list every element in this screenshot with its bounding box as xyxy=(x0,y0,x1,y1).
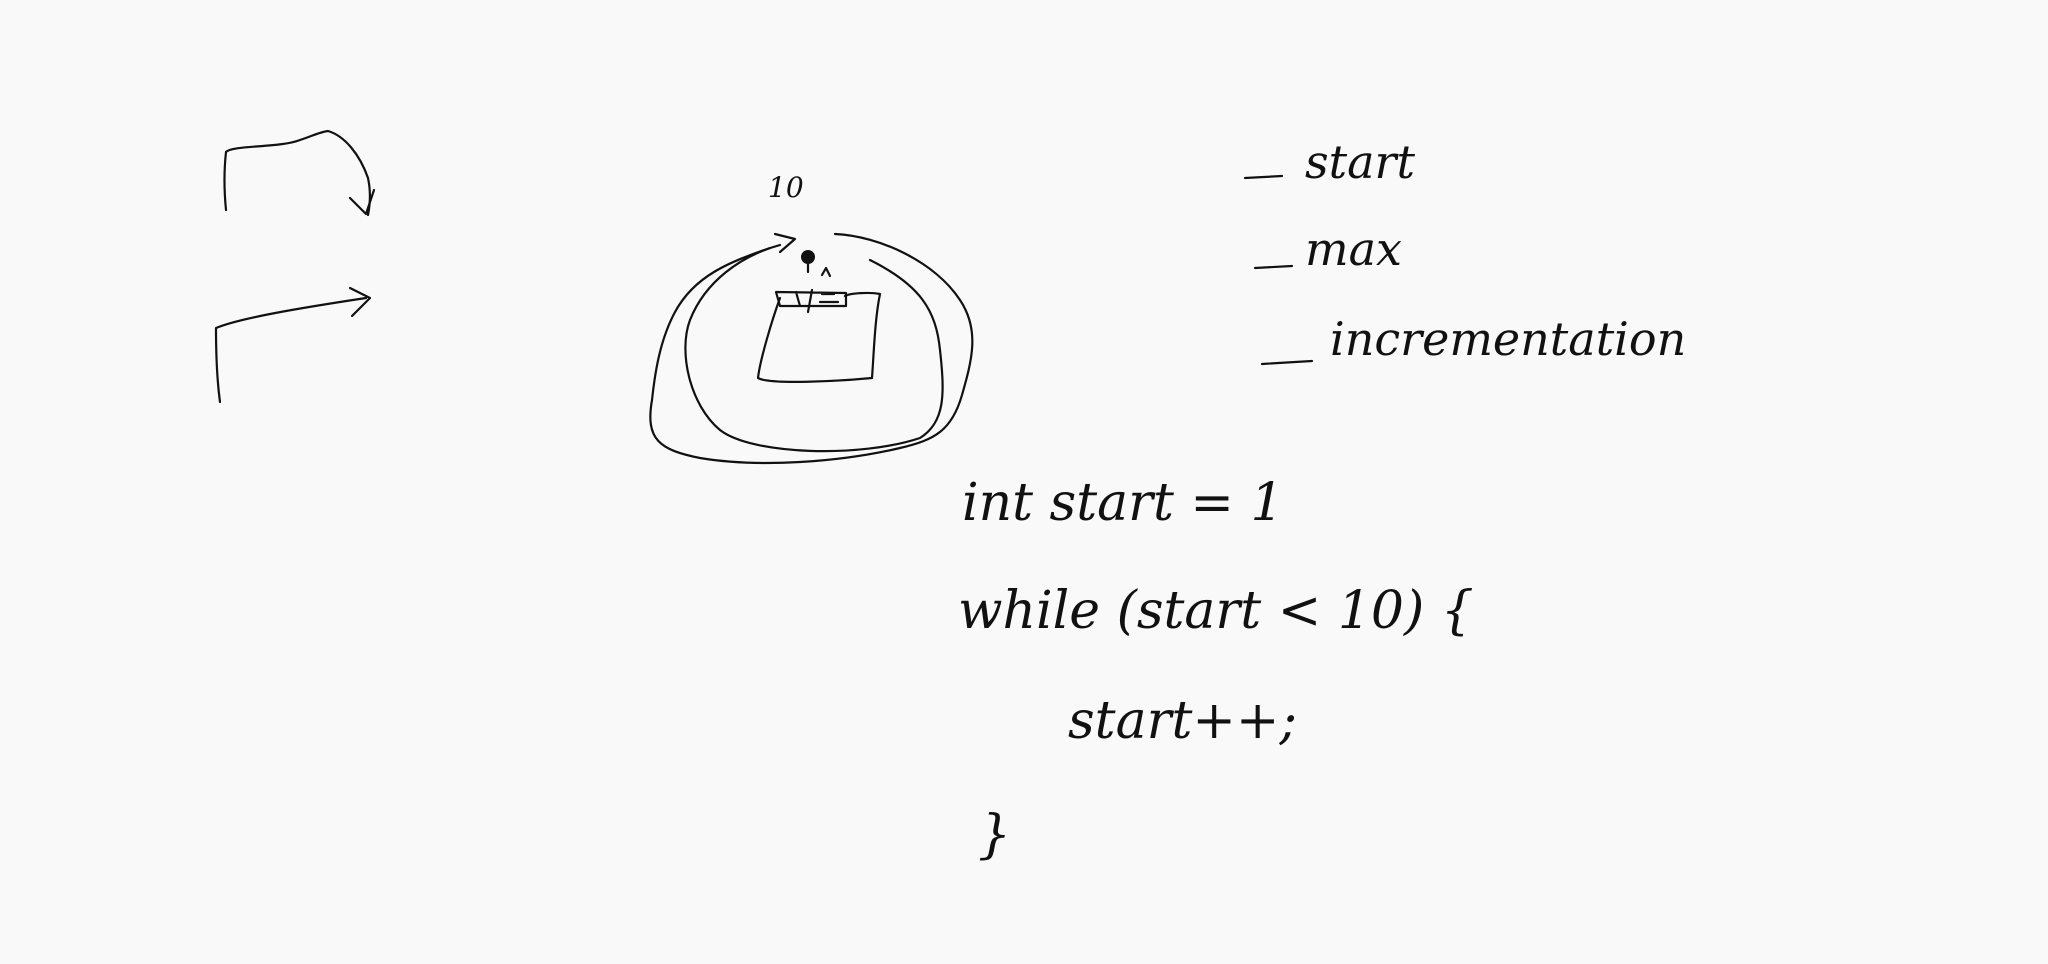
note-item-incrementation: incrementation xyxy=(1260,312,1686,366)
note-item-max: max xyxy=(1253,222,1402,276)
loop-arrowhead xyxy=(773,232,797,254)
outer-loop-circle xyxy=(649,232,974,465)
upper-bracket-arrow-sketch xyxy=(223,129,376,217)
svg-text:incrementation: incrementation xyxy=(1330,312,1686,366)
loop-body-box xyxy=(756,291,882,383)
code-block: int start = 1 while (start < 10) { start… xyxy=(958,473,1474,865)
inner-loop-circle xyxy=(684,243,944,453)
notes-list: start max incrementation xyxy=(1243,135,1686,366)
svg-text:max: max xyxy=(1305,222,1402,276)
code-line-close-brace: } xyxy=(978,805,1011,865)
lower-bracket-arrow-sketch xyxy=(214,286,372,404)
loop-cursor-marker xyxy=(774,288,848,314)
loop-diagram: 10 xyxy=(649,171,974,465)
code-line-increment: start++; xyxy=(1068,691,1297,751)
note-item-start: start xyxy=(1243,135,1416,189)
loop-count-label: 10 xyxy=(768,171,804,204)
code-line-declaration: int start = 1 xyxy=(962,473,1284,533)
loop-dot xyxy=(801,250,815,264)
code-line-while: while (start < 10) { xyxy=(958,581,1474,641)
svg-text:start: start xyxy=(1305,135,1416,189)
